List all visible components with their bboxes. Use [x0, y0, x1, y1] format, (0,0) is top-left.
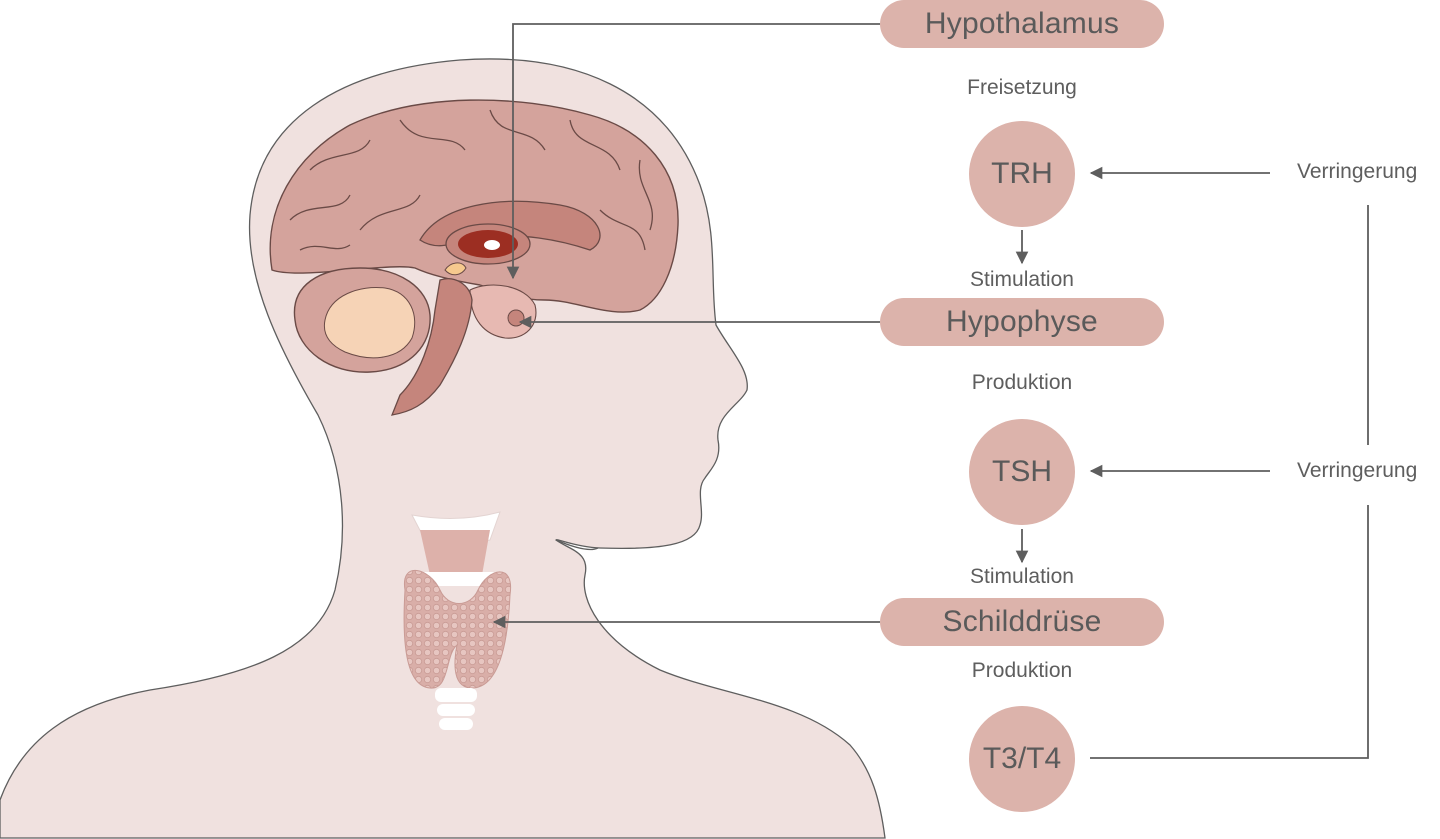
node-t3t4: T3/T4	[969, 706, 1075, 812]
label-verringerung-2: Verringerung	[1297, 459, 1418, 482]
label-stimulation-1: Stimulation	[970, 268, 1074, 291]
node-hypophyse-label: Hypophyse	[946, 305, 1098, 338]
node-hypophyse: Hypophyse	[880, 298, 1164, 346]
label-stimulation-2: Stimulation	[970, 565, 1074, 588]
node-tsh: TSH	[969, 419, 1075, 525]
node-schilddruese: Schilddrüse	[880, 598, 1164, 646]
label-verringerung-1: Verringerung	[1297, 160, 1418, 183]
node-hypothalamus: Hypothalamus	[880, 0, 1164, 48]
node-tsh-label: TSH	[992, 455, 1052, 488]
label-freisetzung: Freisetzung	[967, 76, 1077, 99]
jaw-line	[555, 539, 599, 551]
node-t3t4-label: T3/T4	[982, 742, 1062, 775]
node-trh: TRH	[969, 121, 1075, 227]
thyroid-illustration	[403, 511, 512, 730]
brain-illustration	[269, 99, 679, 416]
label-produktion-2: Produktion	[971, 659, 1073, 682]
node-schilddruese-label: Schilddrüse	[942, 605, 1102, 638]
label-produktion-1: Produktion	[971, 371, 1073, 394]
connector-hypothalamus	[506, 23, 880, 280]
feedback-line-t3t4	[1090, 505, 1369, 759]
node-trh-label: TRH	[991, 157, 1053, 190]
node-hypothalamus-label: Hypothalamus	[924, 7, 1120, 40]
